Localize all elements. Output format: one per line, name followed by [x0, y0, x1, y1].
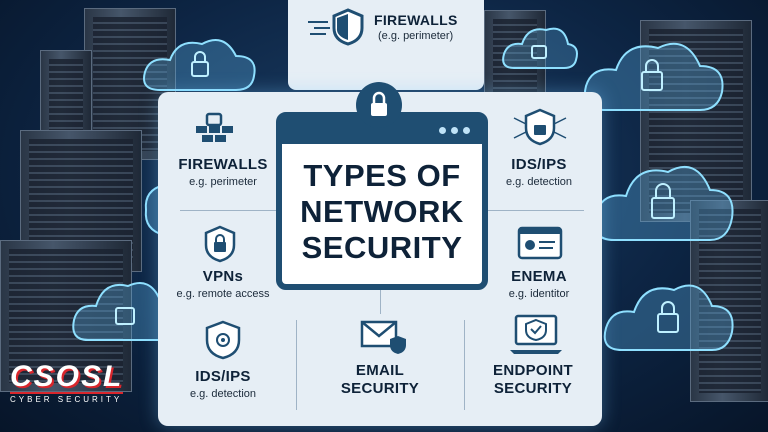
shield-network-icon	[512, 108, 568, 153]
divider	[180, 210, 276, 211]
brick-wall-icon	[196, 112, 234, 147]
cloud-lock-icon	[140, 30, 260, 105]
title-line-1: TYPES OF	[303, 158, 461, 193]
speed-lines-icon	[306, 18, 332, 45]
lock-icon	[356, 82, 402, 128]
shield-icon	[332, 8, 364, 51]
left1-label: FIREWALLS	[178, 156, 268, 173]
left2-label: VPNs	[202, 268, 244, 285]
window-dot-icon	[439, 127, 446, 134]
logo-tagline: CYBER SECURITY	[10, 392, 124, 404]
laptop-shield-icon	[508, 312, 564, 363]
right2-sub: e.g. identitor	[508, 288, 570, 300]
top-sub: (e.g. perimeter)	[378, 30, 454, 42]
top-label: FIREWALLS	[374, 12, 458, 28]
title-line-2: NETWORK	[300, 194, 464, 229]
company-logo: CSOSL CYBER SECURITY	[10, 360, 124, 404]
cloud-lock-icon	[500, 18, 580, 83]
bottom-mid-label-1: EMAIL	[355, 362, 405, 379]
top-card: FIREWALLS (e.g. perimeter)	[288, 0, 484, 90]
cloud-lock-icon	[590, 150, 740, 255]
shield-network-icon	[203, 320, 243, 365]
left3-sub: e.g. detection	[189, 388, 257, 400]
bottom-right-label-2: SECURITY	[493, 380, 573, 397]
window-dot-icon	[451, 127, 458, 134]
bottom-right-label-1: ENDPOINT	[493, 362, 573, 379]
divider	[464, 320, 465, 410]
left1-sub: e.g. perimeter	[189, 176, 257, 188]
left3-label: IDS/IPS	[195, 368, 251, 385]
cloud-lock-icon	[600, 270, 740, 365]
window-dot-icon	[463, 127, 470, 134]
title-line-3: SECURITY	[301, 230, 463, 265]
server-rack	[484, 10, 546, 102]
divider	[380, 290, 381, 314]
id-card-icon	[517, 226, 563, 265]
left2-sub: e.g. remote access	[176, 288, 270, 300]
shield-lock-icon	[203, 225, 237, 268]
title-box: TYPES OF NETWORK SECURITY	[276, 112, 488, 290]
bottom-mid-label-2: SECURITY	[340, 380, 420, 397]
right2-label: ENEMA	[511, 268, 567, 285]
email-lock-icon	[360, 318, 408, 361]
cloud-lock-icon	[580, 30, 730, 125]
logo-mark: CSOSL	[10, 360, 124, 393]
right1-sub: e.g. detection	[505, 176, 573, 188]
divider	[488, 210, 584, 211]
right1-label: IDS/IPS	[511, 156, 567, 173]
divider	[296, 320, 297, 410]
server-rack	[0, 240, 132, 392]
